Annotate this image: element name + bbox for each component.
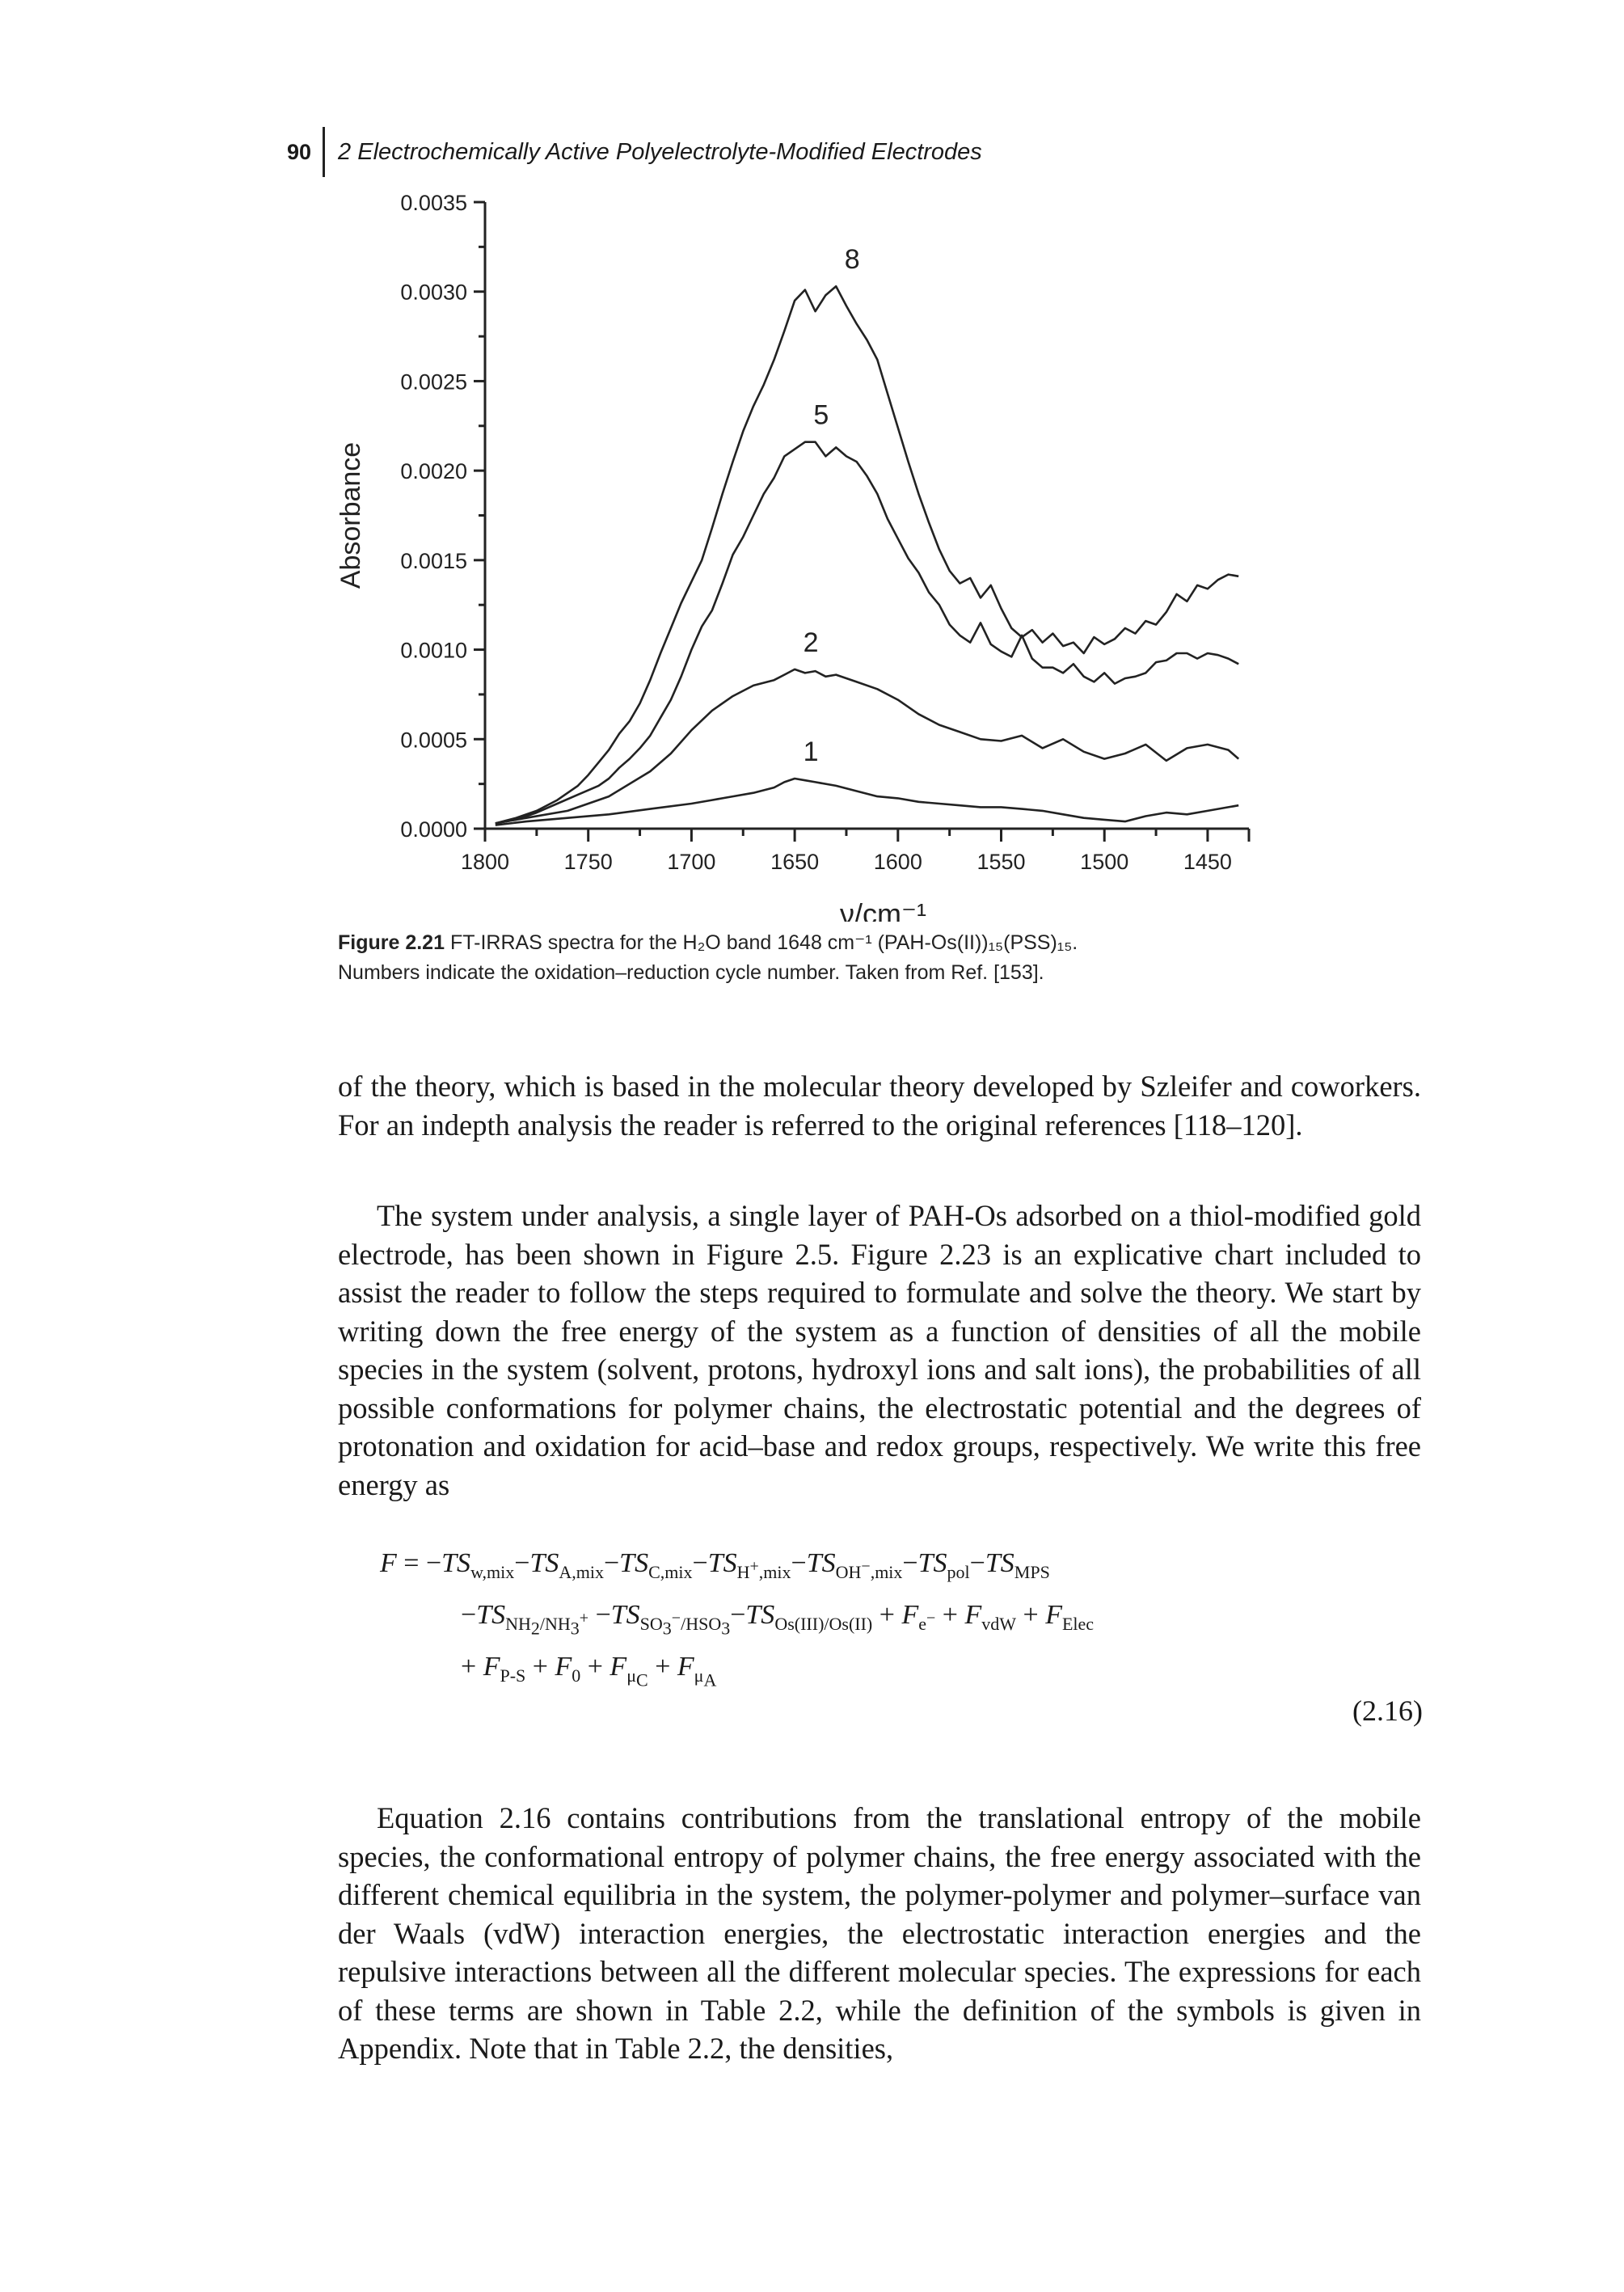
- y-tick-label: 0.0005: [400, 728, 467, 752]
- running-header: 90 2 Electrochemically Active Polyelectr…: [287, 127, 982, 177]
- series-label-5: 5: [813, 400, 829, 431]
- equation-line-2: −TSNH2/NH3+ −TSSO3−/HSO3−TSOs(III)/Os(II…: [461, 1600, 1095, 1639]
- series-line-1: [495, 777, 1239, 826]
- y-tick-label: 0.0025: [400, 369, 467, 394]
- page-number: 90: [287, 139, 312, 164]
- x-tick-label: 1800: [461, 850, 509, 874]
- series-line-8: [495, 285, 1239, 825]
- series-label-2: 2: [804, 627, 819, 658]
- body-paragraph-2: The system under analysis, a single laye…: [338, 1197, 1421, 1504]
- equation-line-1: F = −TSw,mix−TSA,mix−TSC,mix−TSH+,mix−TS…: [380, 1548, 1050, 1582]
- x-tick-label: 1650: [770, 850, 819, 874]
- figure-caption-text: FT-IRRAS spectra for the H₂O band 1648 c…: [338, 931, 1078, 984]
- y-tick-label: 0.0010: [400, 639, 467, 663]
- body-paragraph-3: Equation 2.16 contains contributions fro…: [338, 1799, 1421, 2068]
- body-paragraph-1: of the theory, which is based in the mol…: [338, 1067, 1421, 1144]
- chart-series: [495, 285, 1240, 826]
- x-tick-label: 1500: [1080, 850, 1128, 874]
- paragraph-text: Equation 2.16 contains contributions fro…: [338, 1801, 1421, 2065]
- figure-caption-label: Figure 2.21: [338, 931, 445, 954]
- y-tick-label: 0.0035: [400, 191, 467, 215]
- paragraph-text: of the theory, which is based in the mol…: [338, 1070, 1421, 1142]
- series-label-8: 8: [845, 244, 860, 275]
- series-line-5: [495, 441, 1239, 825]
- y-tick-label: 0.0030: [400, 281, 467, 305]
- x-tick-label: 1450: [1183, 850, 1232, 874]
- absorbance-spectra-chart: 0.0000 0.0005 0.0010 0.0015 0.0020 0.0025 0.00…: [335, 191, 1251, 922]
- figure-caption: Figure 2.21 FT-IRRAS spectra for the H₂O…: [338, 928, 1098, 988]
- x-tick-label: 1700: [667, 850, 715, 874]
- running-title: 2 Electrochemically Active Polyelectroly…: [338, 138, 982, 165]
- header-divider: [323, 127, 326, 177]
- x-tick-label: 1750: [564, 850, 613, 874]
- chart-axes: [474, 200, 1251, 842]
- equation-2-16: F = −TSw,mix−TSA,mix−TSC,mix−TSH+,mix−TS…: [380, 1548, 1423, 1758]
- y-tick-label: 0.0020: [400, 459, 467, 483]
- y-tick-label: 0.0000: [400, 817, 467, 842]
- paragraph-text: The system under analysis, a single laye…: [338, 1199, 1421, 1501]
- x-axis-label: ν/cm⁻¹: [840, 897, 926, 922]
- y-axis-label: Absorbance: [335, 442, 366, 589]
- equation-number: (2.16): [1352, 1695, 1423, 1727]
- series-label-1: 1: [804, 737, 819, 767]
- x-tick-label: 1600: [874, 850, 922, 874]
- equation-line-3: + FP-S + F0 + FμC + FμA: [461, 1652, 717, 1691]
- series-line-2: [495, 668, 1240, 825]
- chart-labels: 0.0000 0.0005 0.0010 0.0015 0.0020 0.0025 0.00…: [335, 191, 1232, 922]
- y-tick-label: 0.0015: [400, 549, 467, 573]
- x-tick-label: 1550: [977, 850, 1025, 874]
